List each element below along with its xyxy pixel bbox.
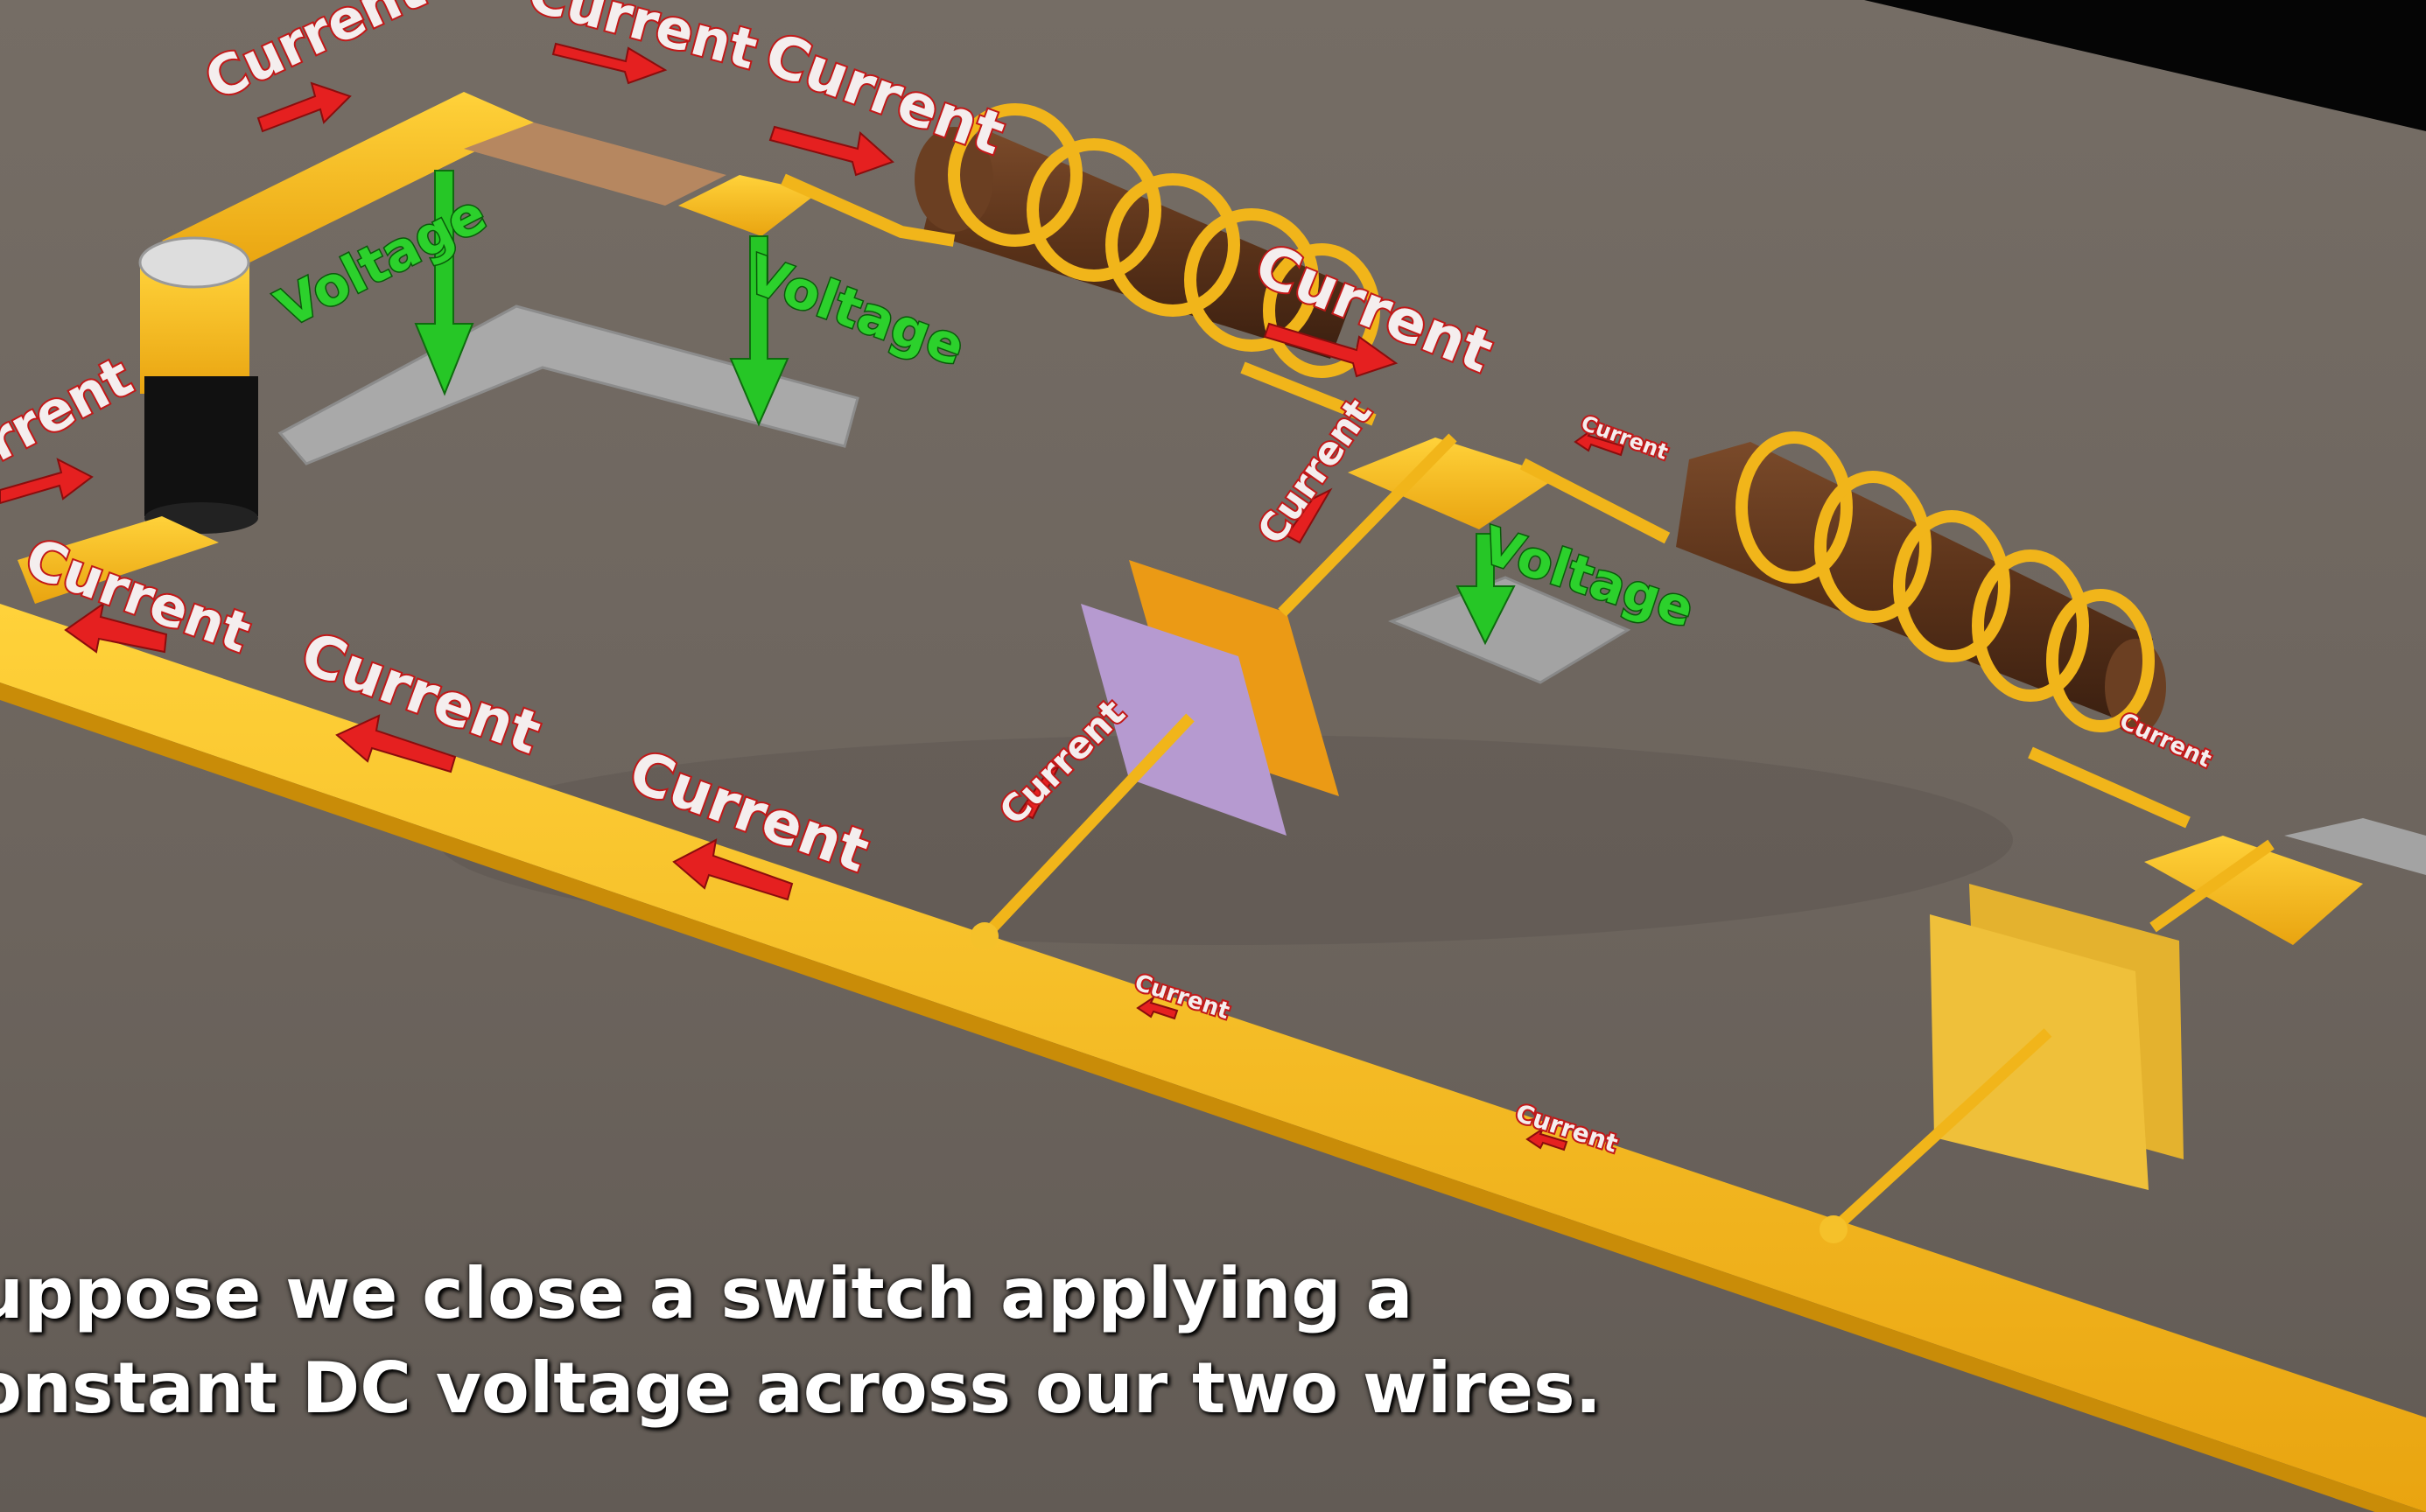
junction-pad-middle <box>1348 438 1558 529</box>
voltage-arrow <box>414 170 1516 646</box>
junction-pad-right <box>2144 836 2363 945</box>
lead-wire-1 <box>781 173 956 247</box>
bottom-conductor <box>0 604 2426 1512</box>
capacitor-2-lead-top <box>2149 839 2275 933</box>
battery-bottom <box>144 376 258 516</box>
black-corner <box>1864 0 2426 131</box>
bottom-conductor-left <box>18 516 219 604</box>
coil-1 <box>948 103 1380 378</box>
capacitor-2-plate-front <box>1930 914 2149 1190</box>
lead-wire-4 <box>2028 746 2191 829</box>
coil-2 <box>1735 431 2155 732</box>
subtitle-line-2: onstant DC voltage across our two wires. <box>0 1348 1602 1429</box>
capacitor-1-lead-top <box>1278 433 1457 617</box>
lead-wire-2 <box>1240 361 1377 426</box>
lead-wire-3 <box>1519 458 1671 544</box>
subtitle-line-1: uppose we close a switch applying a <box>0 1253 1413 1334</box>
junction-pad-top <box>678 175 818 236</box>
ground-plate-right <box>2284 818 2426 875</box>
capacitor-1-lead-bottom <box>980 713 1195 941</box>
video-subtitle: uppose we close a switch applying a onst… <box>0 1247 2400 1436</box>
capacitor-2-joint <box>1820 1215 1848 1243</box>
battery-cap <box>138 236 250 289</box>
capacitor-1-joint <box>971 922 999 950</box>
current-arrow <box>0 42 1625 1152</box>
top-conductor <box>162 92 534 271</box>
capacitor-2-lead-bottom <box>1829 1028 2052 1234</box>
bottom-conductor-edge <box>0 682 2426 1512</box>
resistor-strip <box>464 122 726 206</box>
